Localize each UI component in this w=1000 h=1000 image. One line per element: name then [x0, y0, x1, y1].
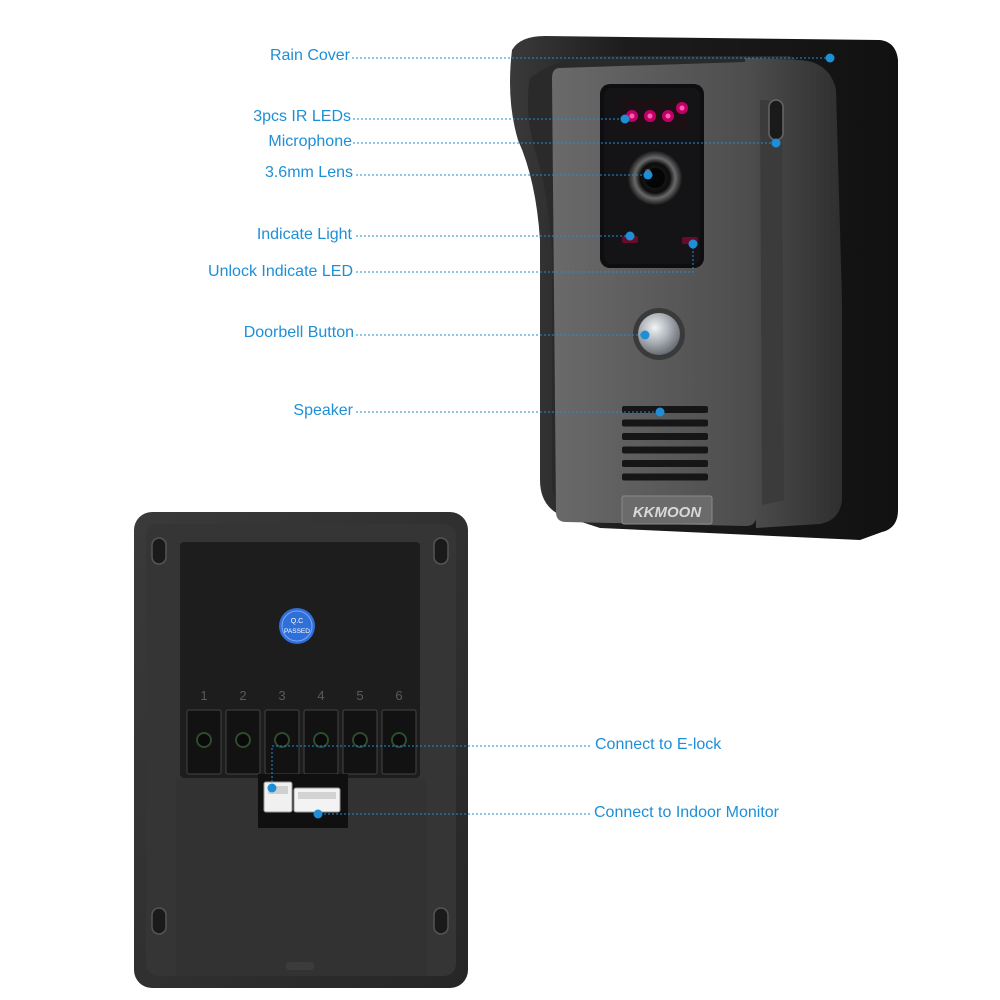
label-indicate-light: Indicate Light — [256, 226, 352, 243]
terminal-screw — [274, 732, 290, 748]
leader-lens-dot — [643, 170, 653, 180]
leader-unlock-led-dot — [688, 239, 698, 249]
brand-logo: KKMOON — [633, 504, 702, 521]
speaker-slot — [622, 433, 708, 440]
terminal-number: 1 — [200, 688, 207, 703]
terminal-screw — [235, 732, 251, 748]
qc-text-top: Q.C — [291, 618, 303, 625]
terminal-number: 6 — [395, 688, 402, 703]
leader-doorbell-button-dot — [640, 330, 650, 340]
mounting-hole — [151, 537, 167, 565]
label-microphone: Microphone — [268, 133, 352, 150]
indoor-monitor-connector — [293, 787, 341, 813]
microphone-slot — [768, 99, 784, 141]
leader-ir-leds-dot — [620, 114, 630, 124]
leader-e-lock-dot — [267, 783, 277, 793]
speaker-slot — [622, 473, 708, 481]
speaker-slot — [622, 460, 708, 467]
back-unit: Q.C PASSED 1 2 3 4 5 6 — [134, 512, 468, 988]
front-unit: KKMOON — [510, 36, 898, 540]
speaker-grille — [622, 406, 708, 481]
doorbell-button — [638, 313, 680, 355]
terminal-screw — [352, 732, 368, 748]
unit-side — [745, 58, 842, 528]
leader-rain-cover-dot — [825, 53, 835, 63]
terminal-number: 4 — [317, 688, 324, 703]
speaker-slot — [622, 406, 708, 413]
mounting-hole — [151, 907, 167, 935]
speaker-slot — [622, 446, 708, 454]
leader-indicate-light-dot — [625, 231, 635, 241]
leader-e-lock — [271, 745, 590, 788]
terminal-screw — [313, 732, 329, 748]
label-rain-cover: Rain Cover — [269, 47, 350, 64]
label-unlock-led: Unlock Indicate LED — [208, 263, 353, 280]
label-ir-leds: 3pcs IR LEDs — [253, 108, 351, 125]
terminal-screw — [391, 732, 407, 748]
label-speaker: Speaker — [293, 402, 353, 419]
label-doorbell-button: Doorbell Button — [243, 324, 354, 341]
label-lens: 3.6mm Lens — [264, 164, 353, 181]
terminal-screw — [196, 732, 212, 748]
label-e-lock: Connect to E-lock — [595, 736, 722, 753]
qc-sticker — [279, 608, 315, 644]
qc-text-bottom: PASSED — [284, 628, 310, 635]
label-indoor-monitor: Connect to Indoor Monitor — [594, 804, 779, 821]
mounting-hole — [433, 907, 449, 935]
terminal-number: 3 — [278, 688, 285, 703]
leader-unlock-led — [356, 244, 694, 273]
terminal-number: 5 — [356, 688, 363, 703]
terminal-number: 2 — [239, 688, 246, 703]
speaker-slot — [622, 419, 708, 427]
leader-indoor-monitor-dot — [313, 809, 323, 819]
leader-microphone-dot — [771, 138, 781, 148]
mounting-hole — [433, 537, 449, 565]
leader-speaker-dot — [655, 407, 665, 417]
